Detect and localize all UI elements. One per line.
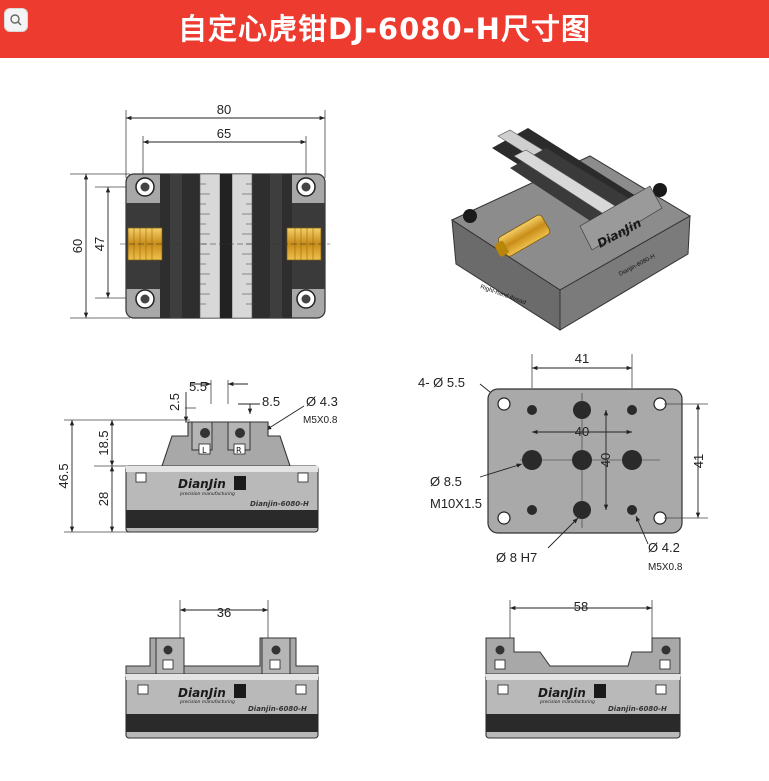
center-thread-label: M10X1.5: [430, 496, 482, 511]
thread-hole-icon: [522, 401, 642, 519]
jaw-max-view: 58 DianJin precision manufacturing Dianj…: [485, 599, 681, 739]
dim-total-height: 46.5: [56, 463, 71, 488]
jaw-min-view: 36 DianJin precision manufacturing Dianj…: [125, 600, 319, 739]
image-search-icon[interactable]: [4, 8, 28, 32]
dim-top-width: 41: [575, 351, 589, 366]
svg-text:Dianjin-6080-H: Dianjin-6080-H: [608, 705, 667, 713]
isometric-render: DianJin Right-hand thread Dianjin-6080-H: [450, 128, 691, 331]
side-hole-thread: M5X0.8: [303, 415, 338, 426]
brand-logo: DianJin: [178, 477, 226, 491]
page-title: 自定心虎钳DJ-6080-H尺寸图: [178, 12, 591, 46]
side-hole-diameter: Ø 4.3: [306, 394, 338, 409]
top-view: 80 65 60 47: [70, 102, 330, 319]
svg-text:precision manufacturing: precision manufacturing: [179, 699, 235, 705]
small-thread-label: M5X0.8: [648, 562, 683, 573]
small-hole-label: Ø 4.2: [648, 540, 680, 555]
model-label: Dianjin-6080-H: [250, 500, 309, 508]
scale-left: [199, 173, 221, 319]
dim-height-inner: 47: [92, 237, 107, 251]
center-hole-label: Ø 8.5: [430, 474, 462, 489]
svg-text:R: R: [236, 446, 242, 455]
svg-text:DianJin: DianJin: [178, 686, 226, 700]
title-banner: 自定心虎钳DJ-6080-H尺寸图: [0, 0, 769, 58]
dim-right-height: 41: [691, 454, 706, 468]
dim-inner-height: 40: [598, 453, 613, 467]
dim-jaw-min: 36: [217, 605, 231, 620]
scale-right: [231, 173, 253, 319]
dim-height-outer: 60: [70, 239, 85, 253]
dimension-drawing: 80 65 60 47: [56, 102, 708, 739]
corner-holes-label: 4- Ø 5.5: [418, 375, 465, 390]
dim-jaw-height: 18.5: [96, 430, 111, 455]
svg-text:Dianjin-6080-H: Dianjin-6080-H: [248, 705, 307, 713]
svg-text:DianJin: DianJin: [538, 686, 586, 700]
dim-width-inner: 65: [217, 126, 231, 141]
mounting-hole-icon: [135, 177, 316, 309]
dim-jaw-offset: 8.5: [262, 394, 280, 409]
svg-text:precision manufacturing: precision manufacturing: [179, 491, 235, 497]
svg-text:precision manufacturing: precision manufacturing: [539, 699, 595, 705]
dim-inner-width: 40: [575, 424, 589, 439]
dim-step: 2.5: [167, 393, 182, 411]
pin-hole-label: Ø 8 H7: [496, 550, 537, 565]
dim-jaw-gap: 5.5: [189, 379, 207, 394]
dim-body-height: 28: [96, 492, 111, 506]
svg-text:L: L: [202, 446, 207, 455]
dim-width-outer: 80: [217, 102, 231, 117]
dim-jaw-max: 58: [574, 599, 588, 614]
side-view: 5.5 8.5 2.5 46.5 18.5 28 Ø 4.3 M5X0.8 L …: [56, 379, 338, 533]
bottom-view: 41 4- Ø 5.5 40 40 41 Ø 8.5 M10X1.5: [418, 351, 708, 573]
